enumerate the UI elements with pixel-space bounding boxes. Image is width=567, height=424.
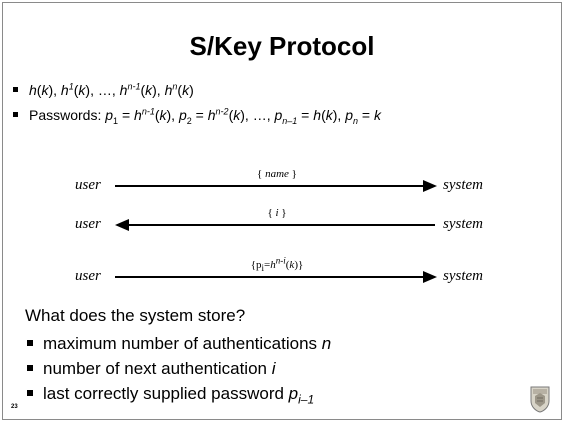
arrow-right (115, 276, 425, 278)
bullet-square-icon (27, 389, 33, 396)
user-label: user (75, 268, 101, 284)
arrow-right (115, 185, 425, 187)
arrow-left (127, 224, 435, 226)
arrow-right-head-icon (423, 271, 437, 283)
message-i: { i } (267, 207, 287, 219)
system-label: system (443, 268, 483, 284)
bullet-square-icon (27, 339, 33, 346)
user-label: user (75, 177, 101, 193)
list-item: maximum number of authentications n (27, 334, 331, 354)
system-label: system (443, 216, 483, 232)
question-text: What does the system store? (25, 306, 246, 325)
slide: S/Key Protocol h(k), h1(k), …, hn-1(k), … (2, 2, 562, 420)
list-item: last correctly supplied password pi–1 (27, 384, 314, 405)
slide-number: 23 (11, 404, 18, 410)
message-password: {pi=hn-i(k)} (250, 255, 304, 274)
bullet-square-icon (13, 111, 18, 117)
user-label: user (75, 216, 101, 232)
bullet-square-icon (27, 364, 33, 371)
hash-chain-bullet: h(k), h1(k), …, hn-1(k), hn(k) (13, 81, 194, 99)
arrow-left-head-icon (115, 219, 129, 231)
list-item: number of next authentication i (27, 359, 275, 379)
message-name: { name } (257, 168, 297, 180)
system-label: system (443, 177, 483, 193)
arrow-right-head-icon (423, 180, 437, 192)
passwords-bullet: Passwords: p1 = hn-1(k), p2 = hn-2(k), …… (13, 106, 381, 125)
bullet-square-icon (13, 86, 18, 92)
slide-title: S/Key Protocol (189, 31, 375, 61)
university-crest-icon (530, 386, 550, 413)
